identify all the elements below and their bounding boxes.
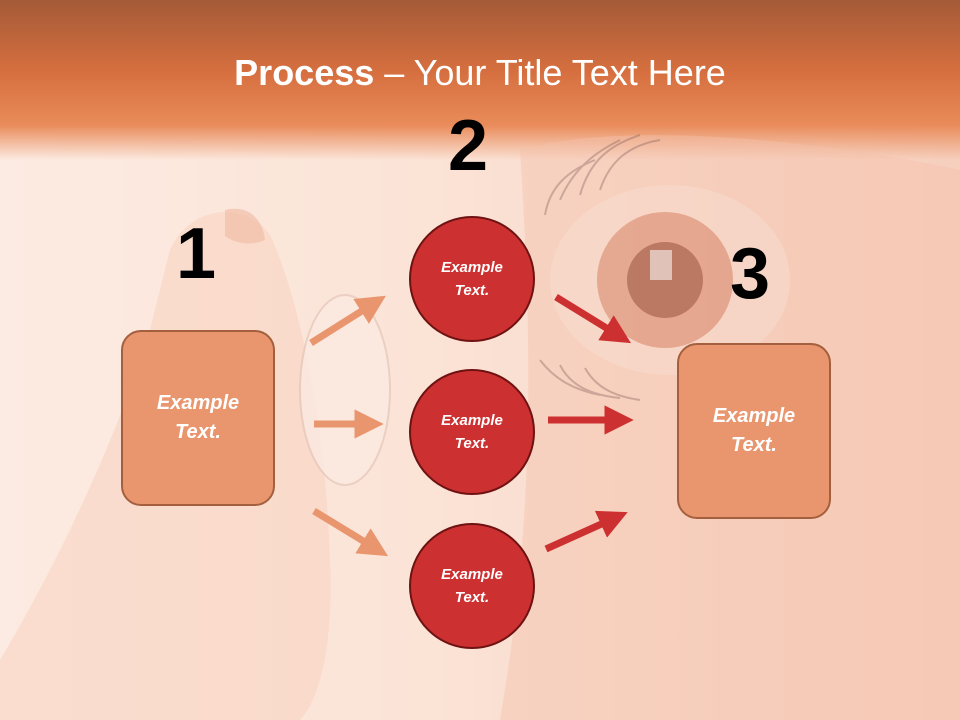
circle-top-line-2: Text.: [454, 282, 490, 299]
arrow-start-to-bottom: [312, 508, 389, 557]
step-number-2: 2: [448, 106, 489, 186]
arrow-top-to-end: [554, 294, 632, 344]
end-box-line-1: Example: [712, 405, 796, 427]
title-rest: – Your Title Text Here: [374, 52, 726, 93]
step-number-1: 1: [176, 214, 217, 294]
title-bold: Process: [234, 52, 375, 93]
start-box-line-2: Text.: [175, 421, 221, 443]
header-band: [0, 0, 960, 160]
arrow-start-to-top: [309, 295, 386, 346]
circle-middle-line-2: Text.: [454, 435, 490, 452]
slide-title: Process – Your Title Text Here: [0, 52, 960, 94]
circle-bottom-line-1: Example: [441, 566, 503, 583]
circle-bottom-line-2: Text.: [454, 589, 490, 606]
circle-top-line-1: Example: [441, 259, 503, 276]
end-box-line-2: Text.: [731, 434, 777, 456]
arrow-bottom-to-end: [544, 510, 628, 553]
circle-middle-line-1: Example: [441, 412, 503, 429]
start-box-line-1: Example: [156, 392, 240, 414]
step-number-3: 3: [730, 234, 771, 314]
